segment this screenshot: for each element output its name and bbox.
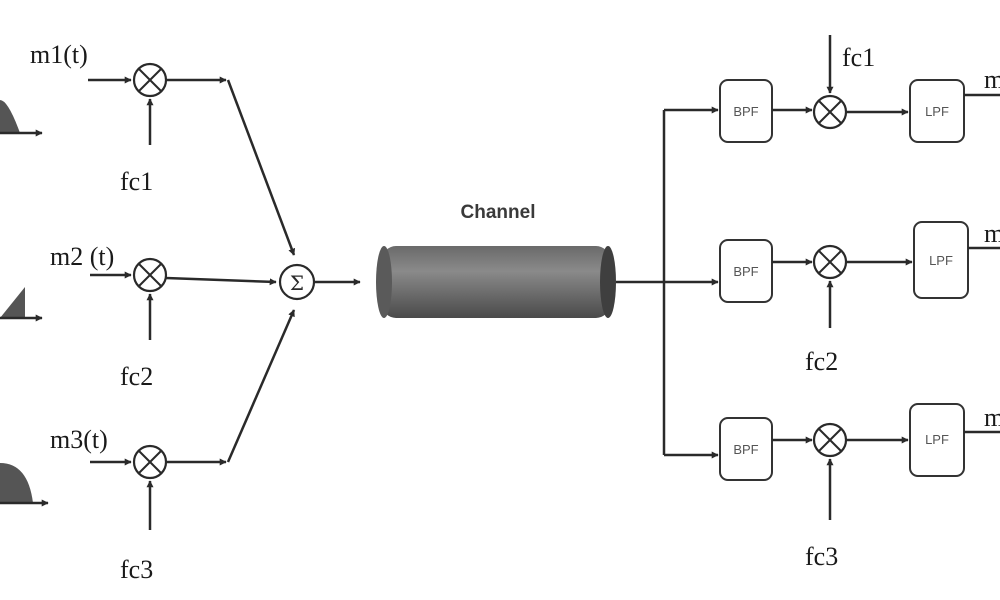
rx-mixer-3 bbox=[812, 422, 848, 458]
rx-mixer-2 bbox=[812, 244, 848, 280]
lpf-box-1: LPF bbox=[909, 79, 965, 143]
tx-carrier-label-1: fc1 bbox=[120, 167, 153, 196]
summer-symbol: Σ bbox=[290, 271, 304, 295]
output-label-2: m bbox=[984, 219, 1000, 248]
lpf-box-3: LPF bbox=[909, 403, 965, 477]
rx-carrier-label-1: fc1 bbox=[842, 43, 875, 72]
summer-node: Σ bbox=[278, 263, 316, 301]
bpf-label-3: BPF bbox=[733, 442, 758, 457]
output-label-3: m bbox=[984, 403, 1000, 432]
tx-carrier-label-3: fc3 bbox=[120, 555, 153, 584]
lpf-label-1: LPF bbox=[925, 104, 949, 119]
rx-carrier-label-3: fc3 bbox=[805, 542, 838, 571]
spectrum-icon-3 bbox=[0, 463, 49, 507]
bpf-box-1: BPF bbox=[719, 79, 773, 143]
rx-mixer-1 bbox=[812, 94, 848, 130]
tx-carrier-label-2: fc2 bbox=[120, 362, 153, 391]
output-label-1: m bbox=[984, 65, 1000, 94]
rx-carrier-label-2: fc2 bbox=[805, 347, 838, 376]
tx-mixer-2 bbox=[132, 257, 168, 293]
channel-cylinder bbox=[376, 246, 616, 318]
lpf-label-2: LPF bbox=[929, 253, 953, 268]
channel-label: Channel bbox=[461, 202, 536, 223]
bpf-box-3: BPF bbox=[719, 417, 773, 481]
message-label-2: m2 (t) bbox=[50, 242, 114, 271]
message-label-1: m1(t) bbox=[30, 40, 88, 69]
spectrum-icon-1 bbox=[0, 100, 43, 137]
lpf-box-2: LPF bbox=[913, 221, 969, 299]
spectrum-icon-2 bbox=[0, 287, 43, 322]
tx-mixer-1 bbox=[132, 62, 168, 98]
tx-mixer-3 bbox=[132, 444, 168, 480]
bpf-box-2: BPF bbox=[719, 239, 773, 303]
lpf-label-3: LPF bbox=[925, 432, 949, 447]
bpf-label-2: BPF bbox=[733, 264, 758, 279]
message-label-3: m3(t) bbox=[50, 425, 108, 454]
bpf-label-1: BPF bbox=[733, 104, 758, 119]
